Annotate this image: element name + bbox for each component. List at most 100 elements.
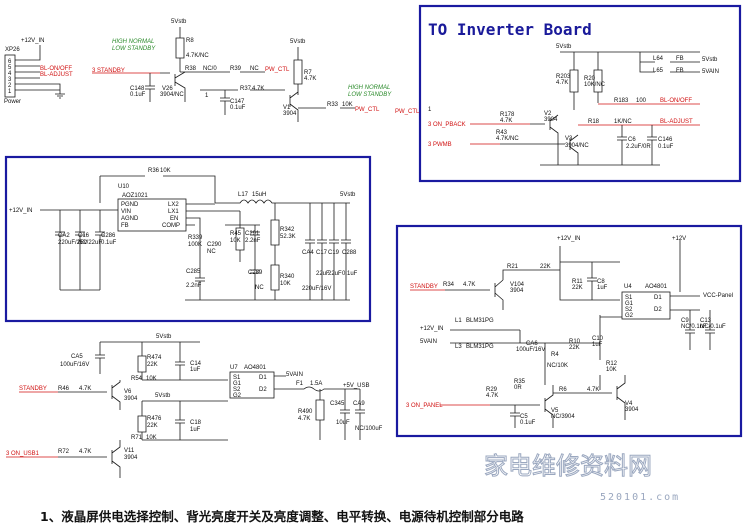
l17-value: 15uH <box>252 192 266 198</box>
net-onusb: 3 ON_USB1 <box>6 451 40 457</box>
c9-ref: C9 <box>681 318 689 324</box>
c148-value: 0.1uF <box>130 92 146 98</box>
v6-value: 3904 <box>124 396 138 402</box>
c9-value: NC/0.1uF <box>681 324 707 330</box>
net-5vain-usb: 5VAIN <box>286 372 303 378</box>
r54-value: 10K <box>146 376 157 382</box>
c289-capacitor <box>250 262 260 300</box>
ca5-ref: CA5 <box>71 354 83 360</box>
r7-value: 4.7K <box>304 76 316 82</box>
watermark-text: 家电维修资料网 <box>484 452 652 480</box>
r7-ref: R7 <box>304 70 312 76</box>
v1-value: 3904 <box>283 111 297 117</box>
r43-ref: R43 <box>496 130 508 136</box>
u7-pin-s2: S2 <box>233 387 241 393</box>
net-12v-b: +12V <box>672 236 686 242</box>
u7-pin-d1: D1 <box>259 375 267 381</box>
u10-value: AOZ1021 <box>122 193 148 199</box>
r10-value: 22K <box>569 345 580 351</box>
r71-value: 10K <box>146 435 157 441</box>
c147-capacitor <box>220 90 230 115</box>
c13-ref: C13 <box>700 318 712 324</box>
v3-transistor <box>500 134 579 165</box>
u7-pin-g1: G1 <box>233 381 242 387</box>
r183-ref: R183 <box>614 98 629 104</box>
r340-ref: R340 <box>280 274 295 280</box>
inverter-input-wires <box>470 123 530 145</box>
r71-ref: R71 <box>131 435 143 441</box>
u4-pin-s2: S2 <box>625 307 633 313</box>
c286-value: 0.1uF <box>101 240 117 246</box>
r29-ref: R29 <box>486 387 498 393</box>
c146-ref: C146 <box>658 137 673 143</box>
r45-c291-parts <box>225 211 260 262</box>
xp26-pin: 1 <box>8 89 12 95</box>
r36-value: 10K <box>160 168 171 174</box>
r8-ref: R8 <box>186 38 194 44</box>
ca5-value: 100uF/16V <box>60 362 89 368</box>
note-high-normal-r: HIGH NORMAL <box>348 85 390 91</box>
u7-chip <box>229 371 275 399</box>
ca9-ref: CA9 <box>353 401 365 407</box>
r20-value: 10K/NC <box>584 82 606 88</box>
r46-ref: R46 <box>58 386 70 392</box>
u7-value: AO4801 <box>244 365 267 371</box>
r45-value: 10K <box>230 238 241 244</box>
r476-value: 22K <box>147 423 158 429</box>
c18-ref: C18 <box>190 420 202 426</box>
net-pwctl-c: PW_CTL <box>395 109 420 115</box>
r39-ref: R39 <box>230 66 242 72</box>
c285-value: 2.2nF <box>186 283 202 289</box>
net-onpback: 3 ON_PBACK <box>428 122 466 128</box>
c146-capacitor <box>540 125 660 166</box>
net-vcc-panel: VCC-Panel <box>703 293 733 299</box>
c291-value: 2.2nF <box>245 238 261 244</box>
net-pwctl-b: PW_CTL <box>355 107 380 113</box>
usb-output-parts <box>315 389 365 440</box>
inverter-title: TO Inverter Board <box>428 20 592 39</box>
r20-ref: R20 <box>584 76 596 82</box>
ferrite-wires <box>639 52 700 73</box>
r43-value: 4.7K/NC <box>496 136 519 142</box>
r6-ref: R6 <box>559 387 567 393</box>
c148-ref: C148 <box>130 86 145 92</box>
xp26-ref: XP26 <box>5 47 20 53</box>
r339-ref: R339 <box>188 235 203 241</box>
r21-ref: R21 <box>507 264 519 270</box>
net-1-inv-a: 1 <box>428 107 432 113</box>
c16-value: NC/22uF <box>78 240 102 246</box>
r490-value: 4.7K <box>298 416 310 422</box>
r35-ref: R35 <box>514 379 526 385</box>
c16-ref: C16 <box>78 233 90 239</box>
v1-transistor <box>270 89 299 122</box>
v11-ref: V11 <box>124 448 135 454</box>
r12-value: 10K <box>606 367 617 373</box>
r36-ref: R36 <box>148 168 160 174</box>
xp26-power-label: Power <box>4 99 21 105</box>
net-5vstb-inv: 5Vstb <box>702 57 718 63</box>
c8-ref: C8 <box>597 279 605 285</box>
u10-pin-agnd: AGND <box>121 216 139 222</box>
net-5vain-l3: 5VAIN <box>420 339 437 345</box>
r4-value: NC/10K <box>547 363 568 369</box>
u10-pin-fb: FB <box>121 223 129 229</box>
c286-capacitor <box>59 231 105 291</box>
c288-value: 0.1uF <box>342 271 358 277</box>
u10-pin-pgnd: PGND <box>121 202 139 208</box>
v104-ref: V104 <box>510 282 525 288</box>
c146-value: 0.1uF <box>658 144 674 150</box>
c288-ref: C288 <box>342 250 357 256</box>
l65-fb: FB <box>676 68 684 74</box>
c5-value: 0.1uF <box>520 420 536 426</box>
xp26-pin: 6 <box>8 59 12 65</box>
xp26-pin: 4 <box>8 71 12 77</box>
l64-fb: FB <box>676 56 684 62</box>
net-pwmb: 3 PWMB <box>428 142 452 148</box>
l1-l3-wires <box>450 329 600 344</box>
ca6-ref: CA6 <box>526 341 538 347</box>
u10-pin-comp: COMP <box>162 223 180 229</box>
net-12v-panel: +12V_IN <box>557 236 581 242</box>
v4-value: 3904 <box>625 407 639 413</box>
output-caps <box>305 203 351 300</box>
